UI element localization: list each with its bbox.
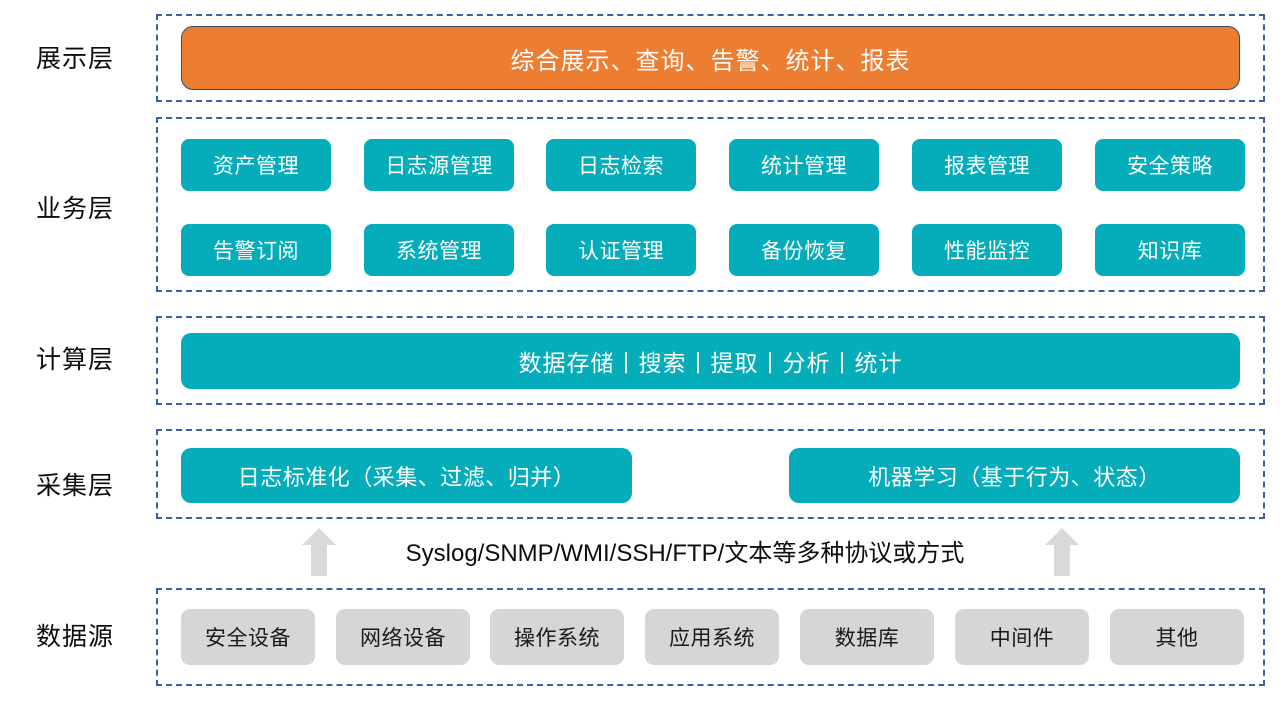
collect-box-log-normalization[interactable]: 日志标准化（采集、过滤、归并） bbox=[181, 448, 632, 503]
business-item-system-management[interactable]: 系统管理 bbox=[364, 224, 514, 276]
datasource-item-database[interactable]: 数据库 bbox=[800, 609, 934, 665]
business-item-alarm-subscription[interactable]: 告警订阅 bbox=[181, 224, 331, 276]
presentation-box[interactable]: 综合展示、查询、告警、统计、报表 bbox=[181, 26, 1240, 90]
datasource-item-application-system[interactable]: 应用系统 bbox=[645, 609, 779, 665]
business-item-auth-management[interactable]: 认证管理 bbox=[546, 224, 696, 276]
business-item-statistics-management[interactable]: 统计管理 bbox=[729, 139, 879, 191]
business-item-asset-management[interactable]: 资产管理 bbox=[181, 139, 331, 191]
business-item-log-source-management[interactable]: 日志源管理 bbox=[364, 139, 514, 191]
collect-box-machine-learning[interactable]: 机器学习（基于行为、状态） bbox=[789, 448, 1240, 503]
layer-group-business bbox=[156, 117, 1265, 292]
business-item-report-management[interactable]: 报表管理 bbox=[912, 139, 1062, 191]
layer-label-compute: 计算层 bbox=[35, 346, 114, 374]
datasource-item-network-device[interactable]: 网络设备 bbox=[336, 609, 470, 665]
datasource-item-middleware[interactable]: 中间件 bbox=[955, 609, 1089, 665]
layer-label-business: 业务层 bbox=[35, 195, 114, 223]
business-item-backup-restore[interactable]: 备份恢复 bbox=[729, 224, 879, 276]
datasource-item-operating-system[interactable]: 操作系统 bbox=[490, 609, 624, 665]
datasource-item-other[interactable]: 其他 bbox=[1110, 609, 1244, 665]
datasource-item-security-device[interactable]: 安全设备 bbox=[181, 609, 315, 665]
business-item-log-search[interactable]: 日志检索 bbox=[546, 139, 696, 191]
compute-box[interactable]: 数据存储丨搜索丨提取丨分析丨统计 bbox=[181, 333, 1240, 389]
business-item-knowledge-base[interactable]: 知识库 bbox=[1095, 224, 1245, 276]
business-item-performance-monitoring[interactable]: 性能监控 bbox=[912, 224, 1062, 276]
up-arrow-icon-right bbox=[1045, 528, 1079, 576]
layer-label-presentation: 展示层 bbox=[35, 45, 114, 73]
protocol-label: Syslog/SNMP/WMI/SSH/FTP/文本等多种协议或方式 bbox=[405, 540, 965, 567]
layer-label-collect: 采集层 bbox=[35, 472, 114, 500]
up-arrow-icon-left bbox=[302, 528, 336, 576]
business-item-security-policy[interactable]: 安全策略 bbox=[1095, 139, 1245, 191]
layer-label-datasource: 数据源 bbox=[35, 623, 114, 651]
